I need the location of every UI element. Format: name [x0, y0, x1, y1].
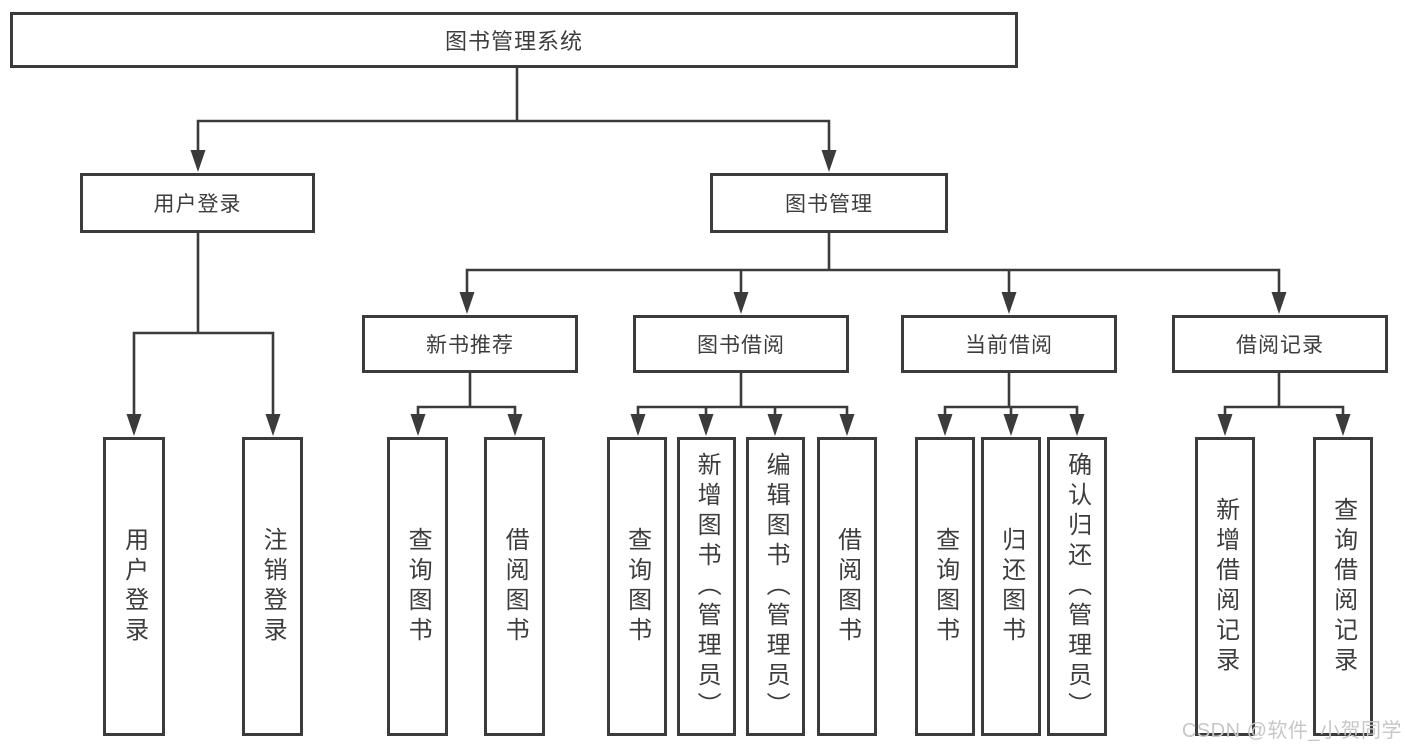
watermark-text: CSDN @软件_小贺同学 [1181, 720, 1402, 742]
node-leaf-query-books-recommend: 查询图书 [387, 437, 448, 736]
node-label: 图书管理 [785, 193, 873, 216]
node-user-login-module: 用户登录 [80, 173, 315, 233]
node-leaf-edit-book-admin: 编辑图书（管理员） [746, 437, 805, 736]
node-new-book-recommend: 新书推荐 [362, 315, 578, 373]
node-label: 确认归还（管理员） [1063, 451, 1091, 722]
node-label: 新书推荐 [426, 334, 514, 357]
node-label: 查询借阅记录 [1329, 496, 1357, 677]
node-leaf-query-books-current: 查询图书 [915, 437, 975, 736]
node-leaf-return-books: 归还图书 [981, 437, 1041, 736]
node-leaf-confirm-return-admin: 确认归还（管理员） [1047, 437, 1107, 736]
node-label: 查询图书 [931, 526, 959, 647]
node-leaf-query-books-borrow: 查询图书 [607, 437, 667, 736]
node-label: 当前借阅 [965, 334, 1053, 357]
node-label: 查询图书 [404, 526, 432, 647]
node-leaf-borrow-books-recommend: 借阅图书 [484, 437, 545, 736]
node-label: 图书借阅 [697, 334, 785, 357]
node-label: 借阅图书 [833, 526, 861, 647]
node-label: 编辑图书（管理员） [762, 451, 790, 722]
node-label: 借阅记录 [1236, 334, 1324, 357]
node-leaf-add-book-admin: 新增图书（管理员） [677, 437, 736, 736]
node-label: 新增图书（管理员） [693, 451, 721, 722]
node-label: 借阅图书 [501, 526, 529, 647]
node-book-borrowing: 图书借阅 [633, 315, 849, 373]
node-current-borrowing: 当前借阅 [901, 315, 1117, 373]
node-leaf-query-borrow-record: 查询借阅记录 [1313, 437, 1373, 736]
node-label: 用户登录 [120, 526, 148, 647]
node-leaf-user-login: 用户登录 [103, 437, 165, 736]
node-label: 查询图书 [623, 526, 651, 647]
node-book-management-module: 图书管理 [710, 173, 948, 233]
node-label: 新增借阅记录 [1211, 496, 1239, 677]
node-label: 注销登录 [259, 526, 287, 647]
node-leaf-logout: 注销登录 [242, 437, 303, 736]
node-label: 图书管理系统 [444, 29, 583, 54]
node-label: 归还图书 [997, 526, 1025, 647]
node-leaf-add-borrow-record: 新增借阅记录 [1195, 437, 1255, 736]
node-borrowing-records: 借阅记录 [1172, 315, 1388, 373]
node-label: 用户登录 [153, 193, 242, 216]
node-leaf-borrow-books: 借阅图书 [817, 437, 877, 736]
node-root-library-system: 图书管理系统 [10, 12, 1018, 68]
